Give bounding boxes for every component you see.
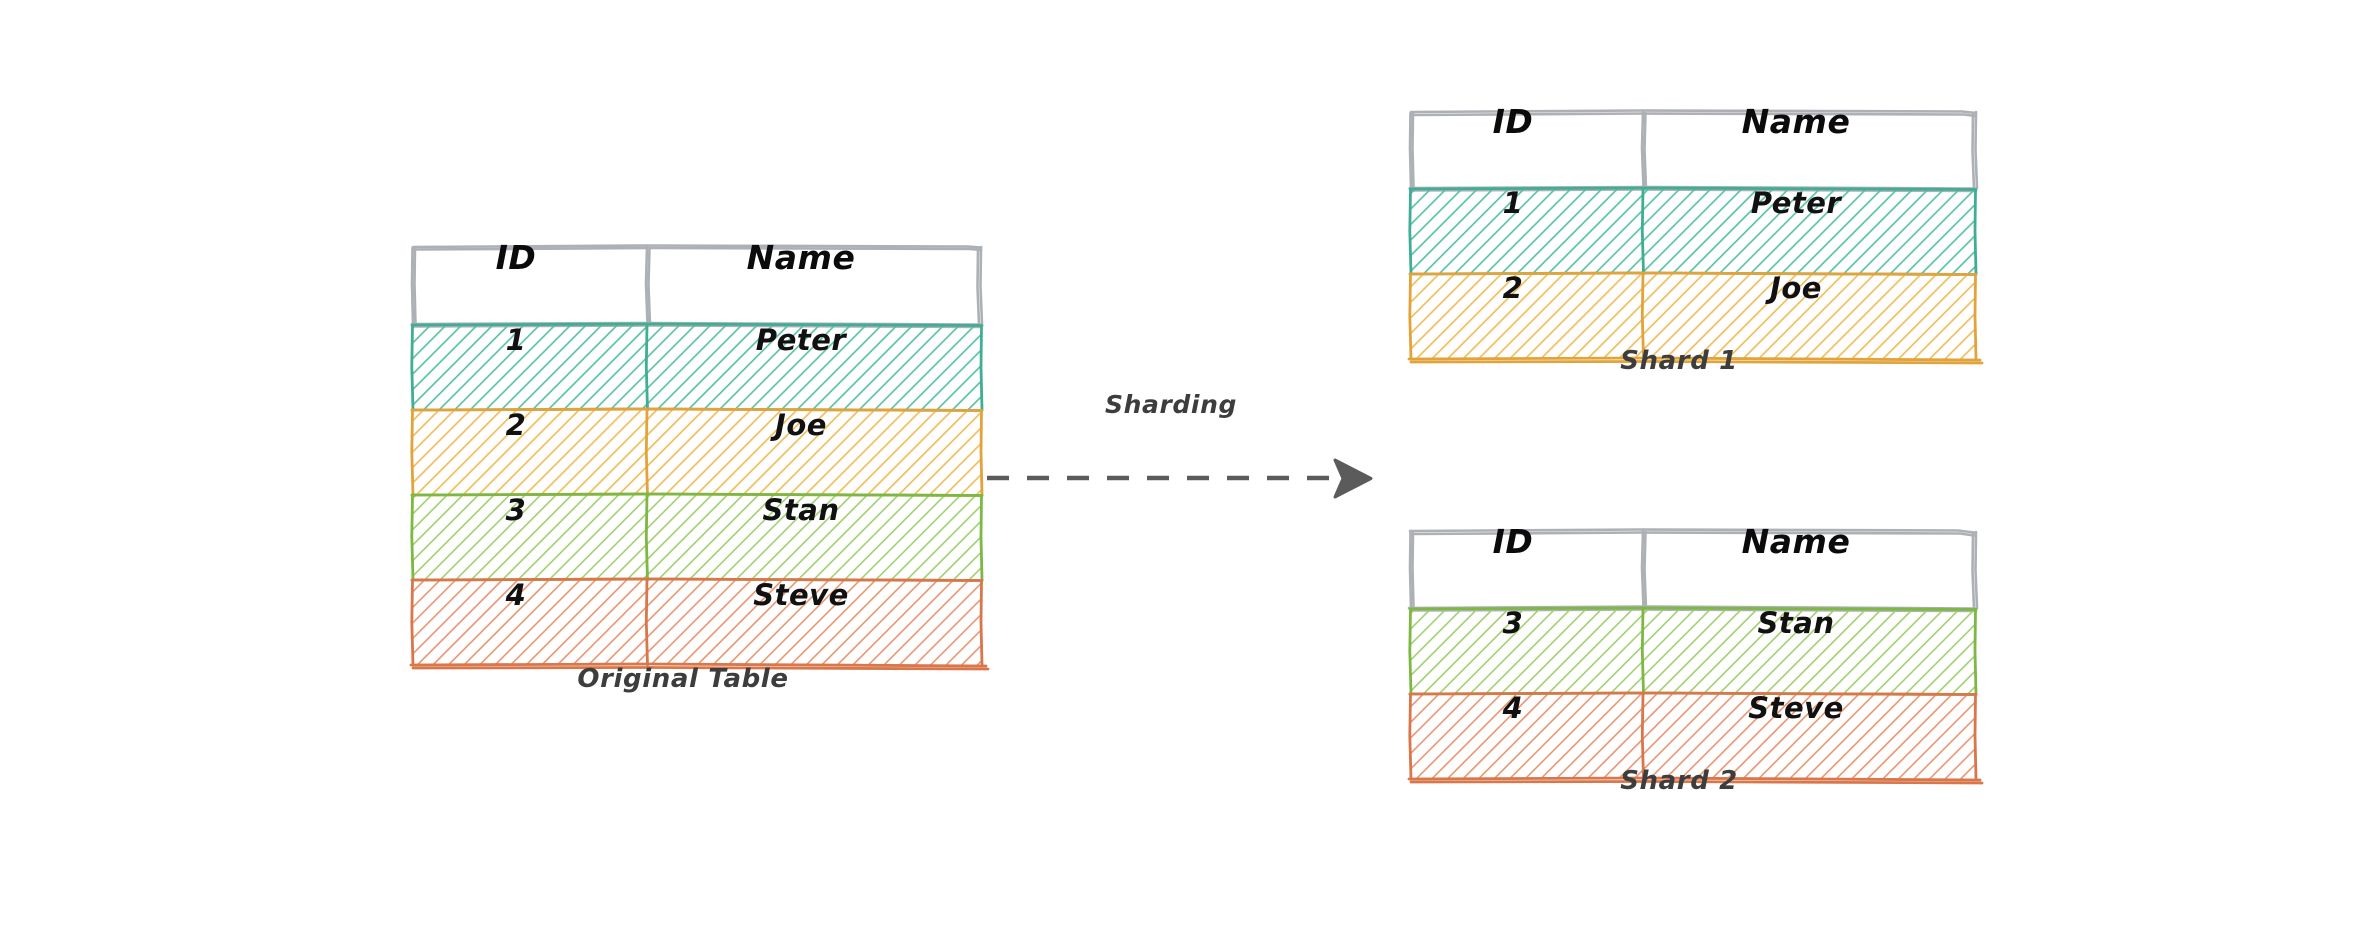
shard-1-sketch: [1407, 109, 1984, 365]
original-table-header-row: ID Name: [398, 217, 968, 297]
shard-1-caption: Shard 1: [1620, 346, 1738, 376]
column-header-name: Name: [1741, 521, 1851, 561]
column-header-name: Name: [746, 237, 856, 277]
cell-name: Stan: [1757, 605, 1835, 640]
table-row[interactable]: 2 Joe: [1396, 245, 1962, 330]
shard-2-caption: Shard 2: [1620, 766, 1738, 796]
table-row[interactable]: 3 Stan: [1396, 580, 1962, 665]
table-row[interactable]: 1 Peter: [1396, 160, 1962, 245]
cell-name: Peter: [1750, 185, 1842, 220]
original-table-sketch: [409, 244, 990, 671]
shard-2-header-row: ID Name: [1396, 502, 1962, 580]
shard-1-header-row: ID Name: [1396, 82, 1962, 160]
cell-id: 2: [505, 407, 527, 442]
cell-name: Peter: [755, 322, 847, 357]
cell-id: 4: [505, 577, 527, 612]
cell-name: Steve: [1748, 690, 1844, 725]
column-header-id: ID: [1492, 101, 1534, 141]
table-row[interactable]: 3 Stan: [398, 467, 968, 552]
shard-1-table: ID Name 1 Peter 2 Joe Shard 1: [1396, 98, 2036, 442]
column-header-id: ID: [495, 237, 537, 277]
cell-id: 1: [505, 322, 527, 357]
dashed-arrow-icon: [987, 458, 1373, 499]
table-row[interactable]: 4 Steve: [1396, 665, 1962, 750]
column-header-name: Name: [1741, 101, 1851, 141]
table-row[interactable]: 2 Joe: [398, 382, 968, 467]
cell-name: Joe: [1770, 270, 1822, 305]
cell-id: 1: [1502, 185, 1524, 220]
cell-name: Steve: [753, 577, 849, 612]
shard-2-sketch: [1407, 528, 1984, 785]
table-row[interactable]: 1 Peter: [398, 297, 968, 382]
cell-id: 2: [1502, 270, 1524, 305]
original-table-caption: Original Table: [577, 664, 789, 694]
cell-name: Stan: [762, 492, 840, 527]
column-header-id: ID: [1492, 521, 1534, 561]
cell-id: 4: [1502, 690, 1524, 725]
cell-id: 3: [1502, 605, 1524, 640]
table-row[interactable]: 4 Steve: [398, 552, 968, 637]
original-table: ID Name 1 Peter 2 Joe 3 Stan 4 Steve Ori…: [398, 232, 1026, 732]
shard-2-table: ID Name 3 Stan 4 Steve Shard 2: [1396, 518, 2036, 862]
arrow-label: Sharding: [1105, 390, 1237, 419]
cell-name: Joe: [775, 407, 827, 442]
cell-id: 3: [505, 492, 527, 527]
